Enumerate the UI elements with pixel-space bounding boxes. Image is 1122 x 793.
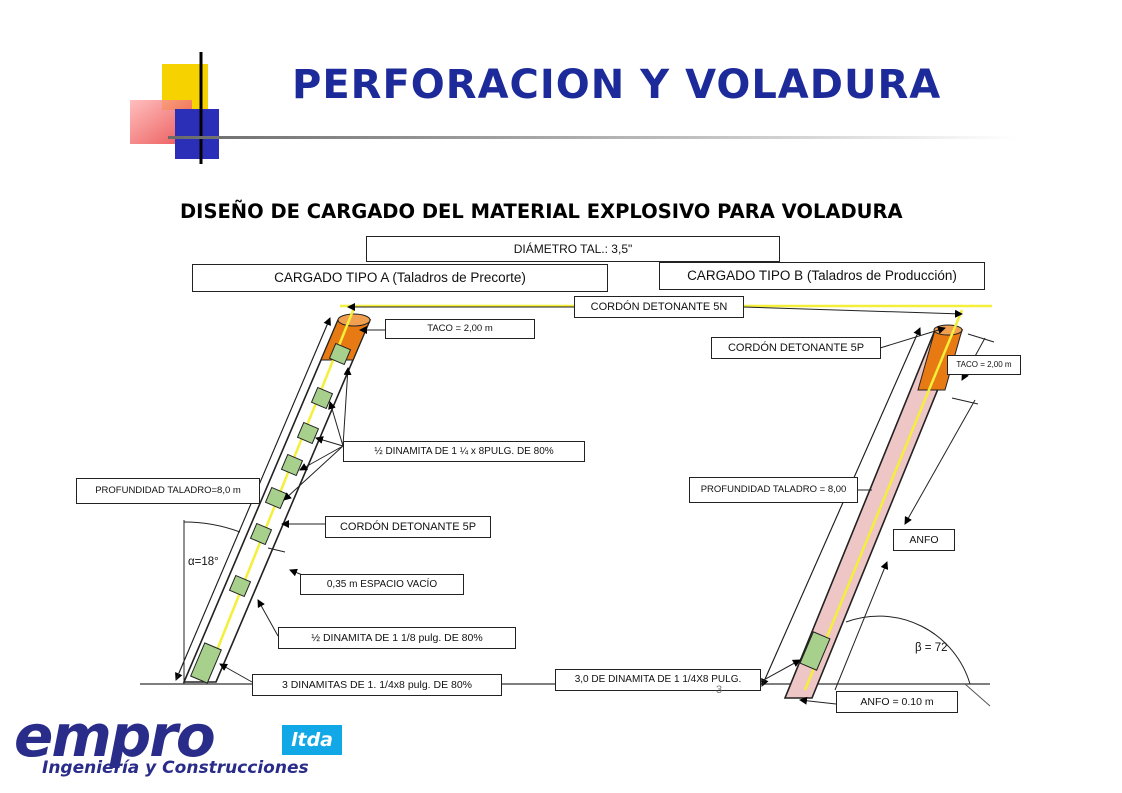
title-rule — [168, 136, 1018, 139]
company-logo: empro ltda Ingeniería y Construcciones — [14, 702, 342, 780]
type-a-half-dynamite-label: ½ DINAMITA DE 1 ¼ x 8PULG. DE 80% — [343, 441, 585, 462]
hole-b-cord — [803, 309, 964, 691]
type-a-header: CARGADO TIPO A (Taladros de Precorte) — [192, 264, 608, 292]
logo-brand: empro — [14, 702, 216, 770]
hole-b-bottom-dynamite — [799, 631, 831, 671]
type-b-cord-5n-label: CORDÓN DETONANTE 5N — [574, 296, 744, 318]
page-number: 3 — [716, 684, 723, 696]
hole-a-dynamite — [328, 342, 352, 366]
type-b-cord-5p-label: CORDÓN DETONANTE 5P — [711, 337, 881, 359]
hole-b — [761, 309, 995, 699]
type-b-angle-label: β = 72 — [915, 642, 948, 654]
hole-a-dynamite — [296, 421, 320, 445]
logo-tagline: Ingeniería y Construcciones — [42, 758, 309, 778]
type-b-bottom-dynamite-label: 3,0 DE DINAMITA DE 1 1/4X8 PULG. — [555, 669, 761, 691]
type-a-depth-label: PROFUNDIDAD TALADRO=8,0 m — [76, 478, 260, 504]
diameter-label: DIÁMETRO TAL.: 3,5" — [366, 236, 780, 262]
type-a-taco-label: TACO = 2,00 m — [385, 319, 535, 339]
type-a-half-dynamite-2-label: ½ DINAMITA DE 1 1/8 pulg. DE 80% — [278, 627, 516, 649]
hole-a-dynamite — [249, 522, 273, 546]
type-a-bottom-dynamites-label: 3 DINAMITAS DE 1. 1/4x8 pulg. DE 80% — [252, 674, 502, 696]
type-b-depth-label: PROFUNDIDAD TALADRO = 8,00 — [689, 477, 858, 503]
hole-a — [175, 307, 372, 684]
type-b-header: CARGADO TIPO B (Taladros de Producción) — [659, 262, 985, 290]
deco-blue-square — [175, 109, 219, 159]
slide-subtitle: DISEÑO DE CARGADO DEL MATERIAL EXPLOSIVO… — [180, 200, 903, 223]
slide-title: PERFORACION Y VOLADURA — [292, 62, 942, 108]
type-a-angle-label: α=18° — [188, 556, 219, 568]
type-b-anfo-bottom-label: ANFO = 0.10 m — [836, 691, 958, 713]
hole-a-dynamite — [264, 486, 288, 510]
logo-suffix: ltda — [282, 725, 342, 755]
type-b-anfo-label: ANFO — [893, 529, 955, 551]
title-decoration — [130, 52, 219, 164]
hole-a-bottom-dynamite — [190, 642, 222, 684]
type-b-taco-label: TACO = 2,00 m — [947, 355, 1021, 375]
hole-a-dynamite — [228, 574, 252, 598]
type-a-cord-label: CORDÓN DETONANTE 5P — [325, 516, 491, 538]
type-a-void-label: 0,35 m ESPACIO VACÍO — [300, 574, 464, 595]
